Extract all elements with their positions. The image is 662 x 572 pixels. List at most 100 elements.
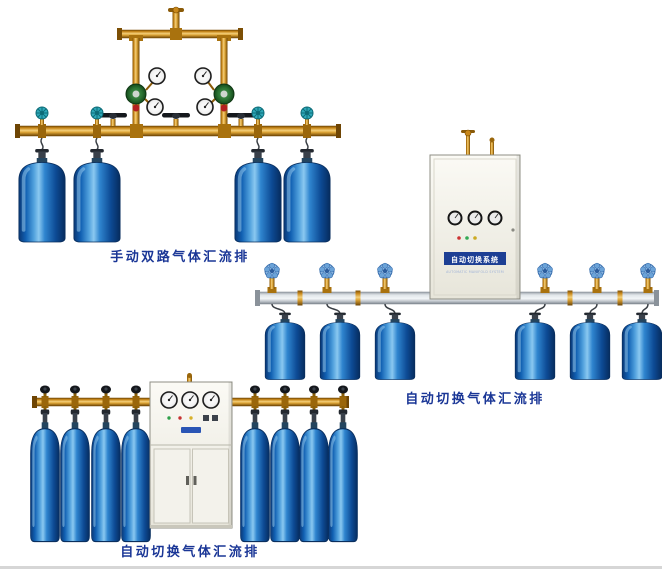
regulator-dial xyxy=(220,90,228,98)
pressure-gauge xyxy=(467,210,483,226)
gas-cylinder xyxy=(17,147,67,244)
drop-nipple xyxy=(43,406,47,413)
gas-cylinder xyxy=(270,410,299,542)
auto-switch-floor-illustration xyxy=(23,373,358,563)
drop-nipple xyxy=(283,406,287,413)
riser-pipe-left xyxy=(132,38,140,128)
header-end-cap xyxy=(238,28,243,40)
gas-cylinder xyxy=(373,311,417,382)
branch-tee xyxy=(218,124,231,138)
pressure-gauge-icon xyxy=(196,98,214,116)
drop-nipple xyxy=(134,406,138,413)
cabinet-door xyxy=(153,448,191,524)
pipe-tee xyxy=(303,124,311,138)
outlet-pipe xyxy=(168,6,184,32)
door-handle xyxy=(193,476,197,485)
gas-cylinder xyxy=(513,311,557,382)
door-lock xyxy=(511,228,515,232)
cylinder-station xyxy=(299,385,328,542)
cabinet-logo xyxy=(181,427,201,433)
pigtail-hose xyxy=(95,137,99,150)
cabinet-door xyxy=(192,448,229,524)
cabinet-base xyxy=(150,525,232,528)
pressure-regulator xyxy=(125,67,166,116)
drop-nipple xyxy=(253,406,257,413)
pipe-end-cap xyxy=(32,396,37,408)
gas-cylinder xyxy=(60,410,89,542)
valve-base xyxy=(592,287,602,293)
cabinet-top-fittings xyxy=(461,129,495,156)
pigtail-hose xyxy=(326,303,341,315)
fitting-pipe xyxy=(490,142,494,156)
pipe-end-cap xyxy=(336,124,341,138)
valve-knob-icon xyxy=(280,385,290,397)
pipe-tee xyxy=(102,396,110,408)
shutoff-valve-icon xyxy=(162,113,190,126)
valve-body xyxy=(269,276,275,289)
valve-knob-icon xyxy=(131,385,141,397)
cylinder-station xyxy=(121,385,150,542)
cylinder-station xyxy=(240,385,269,542)
drop-nipple xyxy=(312,406,316,413)
cylinder-station xyxy=(282,106,332,244)
control-cabinet-floor xyxy=(149,373,233,529)
control-switch xyxy=(203,415,209,421)
pressure-gauge xyxy=(447,210,463,226)
valve-handwheel-icon xyxy=(640,262,656,279)
valve-bonnet xyxy=(464,129,472,137)
branch-tee xyxy=(130,124,143,138)
door-handle xyxy=(186,476,189,485)
valve-handwheel-icon xyxy=(377,262,393,279)
fitting-cap xyxy=(187,373,192,378)
cabinet-nameplate-subtext: AUTOMATIC MANIFOLD SYSTEM xyxy=(446,270,504,274)
pipe-tee xyxy=(38,124,46,138)
cabinet-riser-pipe xyxy=(466,134,470,156)
valve-body xyxy=(645,276,651,289)
pipe-end-cap xyxy=(654,290,659,306)
drop-nipple xyxy=(73,406,77,413)
gas-cylinder xyxy=(299,410,328,542)
cylinder-station xyxy=(17,106,67,244)
pigtail-hose xyxy=(271,303,286,315)
pipe-tee xyxy=(339,396,347,408)
control-cabinet: 自动切换系统 AUTOMATIC MANIFOLD SYSTEM xyxy=(429,154,521,300)
pipe-coupling xyxy=(297,290,303,306)
valve-station xyxy=(264,262,280,293)
valve-knob-icon xyxy=(250,385,260,397)
cylinder-station xyxy=(72,106,122,244)
cabinet-shade xyxy=(516,155,520,299)
cylinder-station xyxy=(30,385,59,542)
product-caption-manual-dual: 手动双路气体汇流排 xyxy=(110,250,250,265)
valve-base xyxy=(643,287,653,293)
gas-cylinder xyxy=(568,311,612,382)
valve-base xyxy=(322,287,332,293)
valve-knob-icon xyxy=(309,385,319,397)
pressure-regulator xyxy=(194,67,235,116)
pipe-coupling xyxy=(567,290,573,306)
pipe-tee xyxy=(281,396,289,408)
product-caption-auto-switch-floor: 自动切换气体汇流排 xyxy=(120,545,260,560)
cabinet-nameplate-text: 自动切换系统 xyxy=(451,255,499,264)
regulator-dial xyxy=(132,90,140,98)
product-image-auto-switch-wall: 自动切换系统 AUTOMATIC MANIFOLD SYSTEM xyxy=(252,126,662,406)
valve-handwheel-icon xyxy=(251,106,265,120)
valve-handwheel-icon xyxy=(264,262,280,279)
pipe-end-cap xyxy=(255,290,260,306)
valve-stem xyxy=(40,116,44,125)
gas-cylinder xyxy=(30,410,59,542)
pressure-gauge-icon xyxy=(148,67,166,85)
valve-stem xyxy=(305,116,309,125)
shutoff-valve-icon xyxy=(227,113,255,126)
cabinet-body xyxy=(429,154,521,300)
control-switch xyxy=(212,415,218,421)
pipe-tee xyxy=(132,396,140,408)
valve-station xyxy=(640,262,656,293)
pigtail-hose xyxy=(384,303,396,315)
pipe-tee xyxy=(93,124,101,138)
valve-handwheel-icon xyxy=(90,106,104,120)
cabinet-door-panel xyxy=(433,158,517,296)
pipe-tee xyxy=(41,396,49,408)
indicator-light xyxy=(189,416,193,420)
valve-handwheel-icon xyxy=(319,262,335,279)
